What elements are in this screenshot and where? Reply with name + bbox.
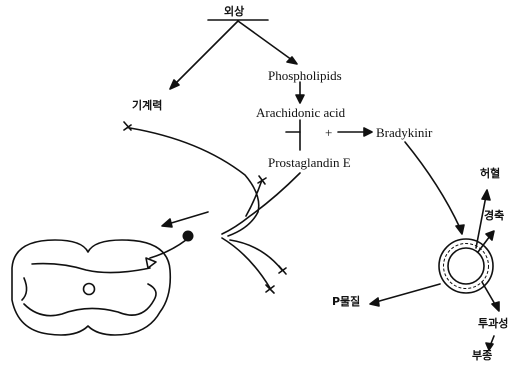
- blood-vessel-outer: [439, 239, 493, 293]
- axon-to-spinal-cord: [150, 240, 186, 258]
- trauma-to-phospholipids-line: [238, 21, 292, 60]
- spinal-cord-gray-matter-upper: [32, 264, 150, 273]
- nerve-ending-mark: [258, 176, 266, 184]
- arrowhead: [456, 225, 464, 234]
- label-arachidonic-acid: Arachidonic acid: [256, 106, 345, 119]
- nerve-branch-lower: [222, 238, 270, 288]
- spinal-cord-left-horn: [22, 278, 27, 300]
- label-substance-p: P물질: [332, 296, 360, 307]
- label-permeability: 투과성: [478, 318, 508, 329]
- trauma-to-force-line: [174, 21, 238, 85]
- nerve-branch-right: [230, 240, 282, 270]
- blood-vessel-lumen: [448, 248, 484, 284]
- nerve-ending-mark: [266, 285, 274, 293]
- nerve-cell-body: [183, 231, 194, 242]
- label-bradykinin: Bradykinir: [376, 126, 432, 139]
- label-spasm: 경축: [484, 210, 504, 221]
- label-phospholipids: Phospholipids: [268, 69, 342, 82]
- vessel-to-ischemia-arrow: [476, 196, 486, 248]
- label-prostaglandin-e: Prostaglandin E: [268, 156, 351, 169]
- nerve-ending-mark: [124, 122, 131, 130]
- label-trauma: 외상: [224, 6, 244, 17]
- central-canal: [84, 284, 95, 295]
- vessel-to-substance-p-arrow: [376, 284, 440, 302]
- arrowhead: [370, 298, 379, 306]
- dorsal-root-entry: [146, 258, 156, 268]
- label-ischemia: 허혈: [480, 168, 500, 179]
- central-transmission-arrow: [168, 212, 208, 224]
- nerve-ending-mark: [279, 266, 286, 274]
- label-mechanical-force: 기계력: [132, 100, 162, 111]
- arrowhead: [364, 128, 372, 136]
- label-edema: 부종: [472, 350, 492, 361]
- label-plus-sign: +: [325, 126, 332, 139]
- arrowhead: [296, 95, 304, 103]
- blood-vessel-wall: [444, 244, 489, 289]
- arrowhead: [492, 302, 499, 311]
- spinal-cord-gray-matter-lower: [24, 284, 156, 316]
- nerve-fiber-mechanical: [130, 128, 259, 236]
- arrowhead: [482, 190, 490, 200]
- bradykinin-to-vessel-curve: [405, 142, 460, 228]
- nerve-branch-upper: [246, 180, 262, 216]
- arrowhead: [162, 219, 172, 227]
- spinal-cord-outline: [12, 240, 170, 335]
